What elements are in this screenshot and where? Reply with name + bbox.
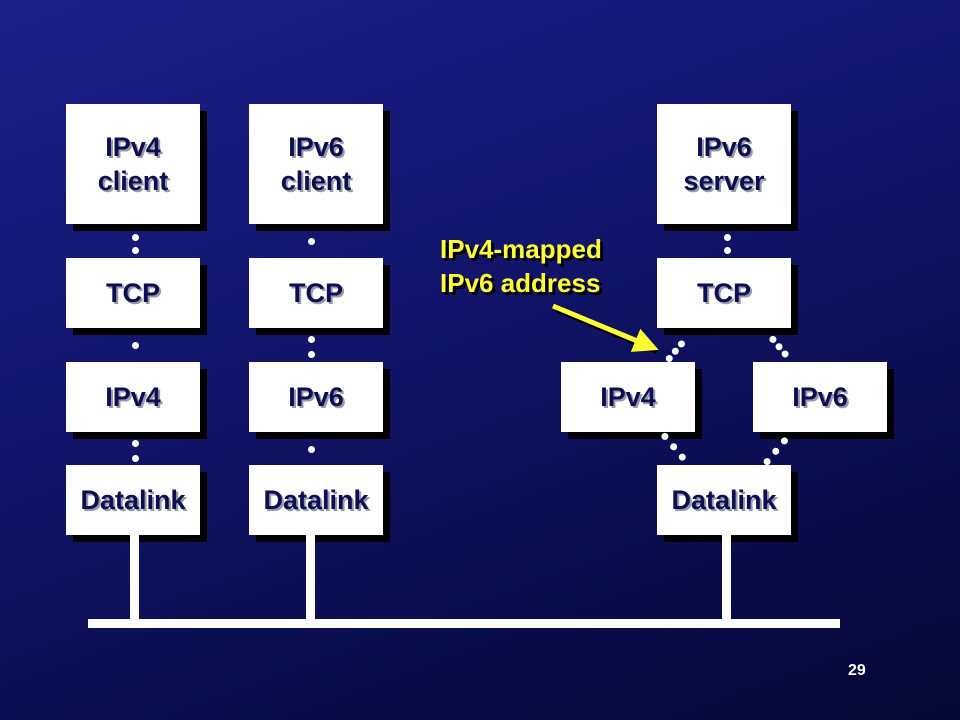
datalink-box-col1: Datalink	[66, 465, 200, 535]
tcp-label: TCP	[289, 278, 343, 308]
ipv4-client-label: IPv4 client	[97, 132, 169, 196]
datalink-label: Datalink	[671, 485, 777, 515]
network-drop-wire	[306, 535, 315, 623]
ipv6-server-label: IPv6 server	[683, 132, 765, 196]
connector-dots	[724, 234, 731, 254]
ipv4-label: IPv4	[600, 382, 656, 412]
connector-dots	[308, 336, 315, 358]
tcp-label: TCP	[106, 278, 160, 308]
ipv6-client-label: IPv6 client	[280, 132, 352, 196]
ipv4-mapped-address-callout: IPv4-mapped IPv6 address	[440, 234, 602, 298]
network-drop-wire	[130, 535, 139, 623]
connector-dots	[308, 238, 315, 250]
ipv6-label: IPv6	[792, 382, 848, 412]
network-drop-wire	[722, 535, 731, 623]
ipv6-box-server: IPv6	[753, 362, 887, 432]
page-number: 29	[848, 662, 866, 679]
connector-dots	[132, 234, 139, 254]
tcp-box-col1: TCP	[66, 258, 200, 328]
datalink-label: Datalink	[80, 485, 186, 515]
ipv4-label: IPv4	[105, 382, 161, 412]
connector-dots	[132, 440, 139, 462]
ipv6-box-col2: IPv6	[249, 362, 383, 432]
ipv6-client-box: IPv6 client	[249, 104, 383, 224]
connector-dots	[132, 342, 139, 354]
datalink-box-col2: Datalink	[249, 465, 383, 535]
ipv4-client-box: IPv4 client	[66, 104, 200, 224]
datalink-box-server: Datalink	[657, 465, 791, 535]
network-bus-line	[88, 619, 840, 628]
ipv4-box-col1: IPv4	[66, 362, 200, 432]
connector-dots	[308, 446, 315, 458]
ipv4-box-server: IPv4	[561, 362, 695, 432]
ipv6-server-box: IPv6 server	[657, 104, 791, 224]
tcp-box-server: TCP	[657, 258, 791, 328]
tcp-box-col2: TCP	[249, 258, 383, 328]
datalink-label: Datalink	[263, 485, 369, 515]
tcp-label: TCP	[697, 278, 751, 308]
ipv6-label: IPv6	[288, 382, 344, 412]
